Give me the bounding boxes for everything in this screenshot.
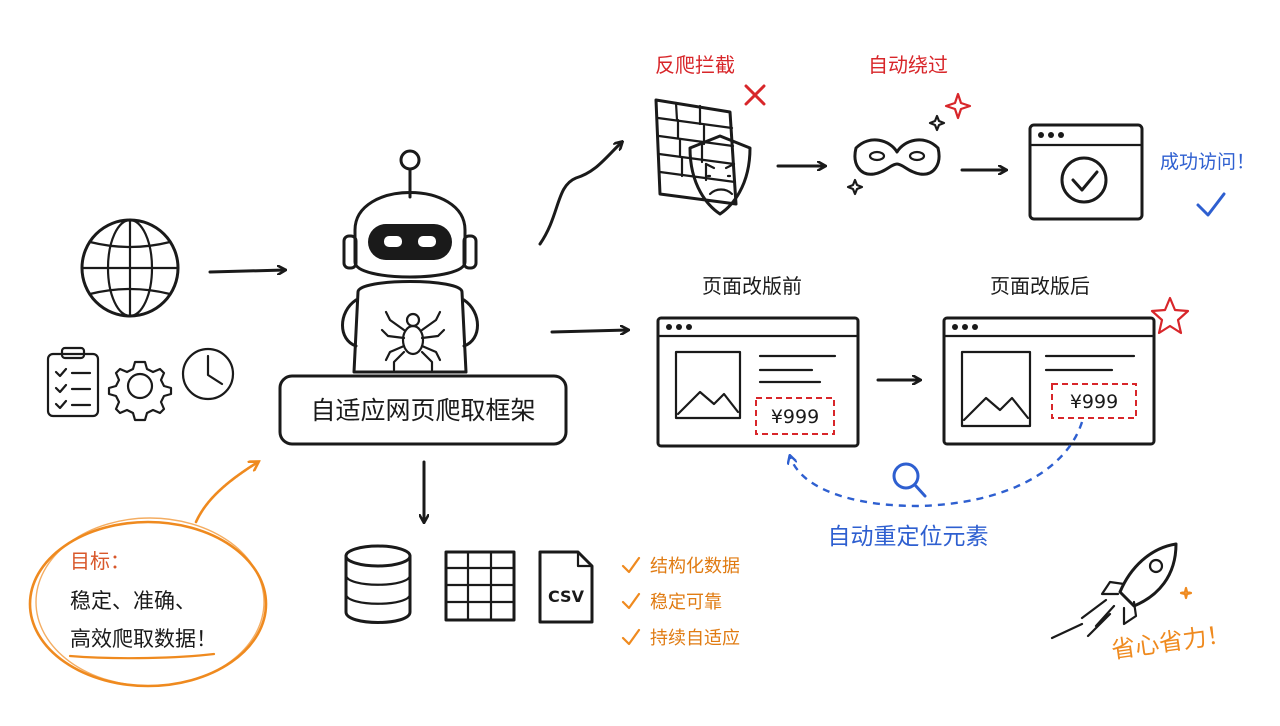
blocked-label: 反爬拦截	[655, 53, 735, 77]
feature-list: 结构化数据 稳定可靠 持续自适应	[621, 556, 740, 649]
arrow-robot-to-firewall	[538, 142, 622, 246]
arrow-robot-to-before	[550, 330, 628, 332]
robot-spider-illustration	[341, 149, 479, 374]
sparkle-tiny-icon	[1179, 586, 1193, 600]
framework-label: 自适应网页爬取框架	[310, 396, 535, 425]
success-check-icon	[1196, 192, 1226, 217]
feature-item: 稳定可靠	[650, 592, 722, 613]
feature-item: 持续自适应	[650, 628, 740, 649]
sparkle-small-icon	[928, 114, 946, 132]
goal-title: 目标：	[70, 549, 130, 573]
csv-label: CSV	[548, 587, 585, 606]
framework-label-box	[278, 374, 568, 446]
goal-underline	[68, 652, 216, 660]
success-window-icon	[1028, 123, 1144, 221]
relocate-label: 自动重定位元素	[828, 524, 989, 550]
sparkle-icon	[944, 92, 972, 120]
before-label: 页面改版前	[702, 274, 802, 298]
sparkle-tiny-icon	[846, 178, 864, 196]
csv-file-icon	[538, 550, 594, 624]
arrow-globe-to-robot	[208, 270, 285, 272]
after-label: 页面改版后	[990, 274, 1090, 298]
magnifier-icon	[892, 462, 927, 498]
before-price: ¥999	[771, 406, 819, 428]
goal-line-2: 高效爬取数据！	[70, 627, 217, 651]
before-page-window	[656, 316, 860, 448]
firewall-shield-icon	[654, 98, 752, 216]
goal-bubble-sketch	[35, 517, 265, 687]
feature-check-icon	[621, 592, 641, 610]
tagline: 省心省力！	[1110, 620, 1233, 664]
relocate-dashed-arrow	[790, 421, 1084, 508]
star-icon	[1150, 296, 1190, 335]
blocked-x-icon	[744, 84, 766, 106]
feature-check-icon	[621, 556, 641, 574]
bypass-label: 自动绕过	[868, 53, 948, 77]
before-price-highlight	[755, 397, 835, 435]
goal-arrow	[194, 462, 258, 524]
after-price-highlight	[1051, 383, 1137, 419]
feature-check-icon	[621, 628, 641, 646]
after-page-window	[942, 316, 1156, 446]
mask-icon	[853, 138, 941, 176]
rocket-icon	[1050, 542, 1178, 640]
goal-line-1: 稳定、准确、	[70, 589, 196, 613]
clock-icon	[181, 347, 235, 401]
after-price: ¥999	[1070, 391, 1118, 413]
clipboard-checklist-icon	[46, 346, 100, 418]
table-grid-icon	[444, 550, 516, 622]
gear-icon	[107, 360, 173, 422]
globe-icon	[80, 218, 180, 318]
success-label: 成功访问！	[1160, 151, 1255, 173]
database-icon	[344, 544, 412, 624]
feature-item: 结构化数据	[650, 556, 740, 577]
